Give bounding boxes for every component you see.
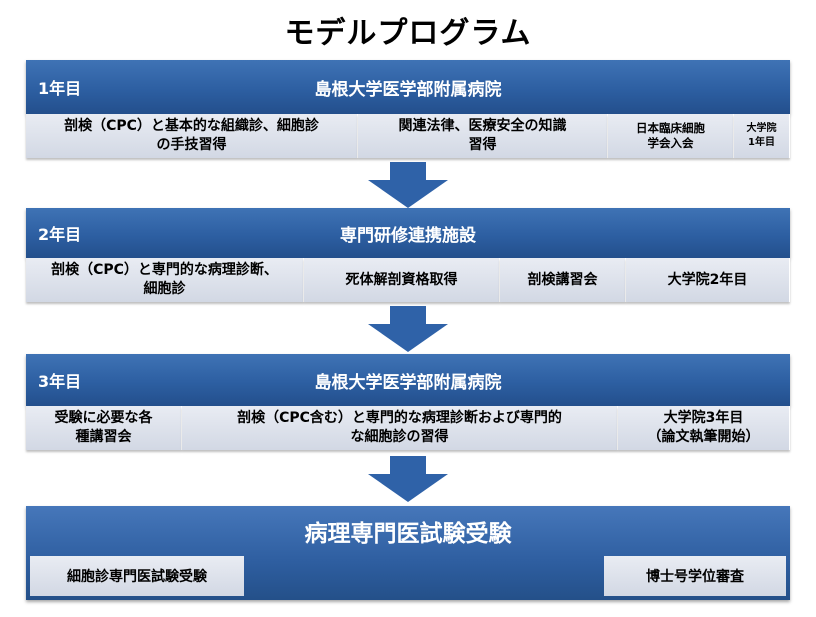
year-3-cell-diagnosis: 剖検（CPC含む）と専門的な病理診断および専門的 な細胞診の習得	[182, 406, 618, 450]
year-2-cell-autopsy: 剖検（CPC）と専門的な病理診断、 細胞診	[26, 258, 304, 302]
final-exam-block: 病理専門医試験受験 細胞診専門医試験受験 博士号学位審査	[26, 506, 790, 600]
doctoral-review-box: 博士号学位審査	[604, 556, 786, 596]
year-2-cells: 剖検（CPC）と専門的な病理診断、 細胞診 死体解剖資格取得 剖検講習会 大学院…	[26, 258, 790, 302]
year-2-band: 専門研修連携施設 2年目	[26, 208, 790, 258]
year-3-cells: 受験に必要な各 種講習会 剖検（CPC含む）と専門的な病理診断および専門的 な細…	[26, 406, 790, 450]
year-1-cell-law: 関連法律、医療安全の知識 習得	[358, 114, 608, 158]
year-1-institution: 島根大学医学部附属病院	[314, 79, 502, 100]
year-1-cells: 剖検（CPC）と基本的な組織診、細胞診 の手技習得 関連法律、医療安全の知識 習…	[26, 114, 790, 158]
year-3-cell-lectures: 受験に必要な各 種講習会	[26, 406, 182, 450]
final-exam-title: 病理専門医試験受験	[304, 521, 512, 547]
page-title: モデルプログラム	[284, 16, 532, 51]
down-arrow-icon	[368, 306, 448, 352]
year-1-label: 1年目	[38, 79, 82, 98]
year-1-cell-gradschool: 大学院 1年目	[734, 114, 790, 158]
year-1-band: 島根大学医学部附属病院 1年目	[26, 60, 790, 114]
year-1-cell-autopsy: 剖検（CPC）と基本的な組織診、細胞診 の手技習得	[26, 114, 358, 158]
year-2-cell-lecture: 剖検講習会	[500, 258, 626, 302]
year-2-cell-license: 死体解剖資格取得	[304, 258, 500, 302]
year-3-institution: 島根大学医学部附属病院	[314, 372, 502, 393]
down-arrow-icon	[368, 456, 448, 502]
year-3-cell-gradschool: 大学院3年目 （論文執筆開始）	[618, 406, 790, 450]
year-2-label: 2年目	[38, 225, 82, 244]
cytology-exam-box: 細胞診専門医試験受験	[30, 556, 244, 596]
year-3-label: 3年目	[38, 372, 82, 391]
year-3-band: 島根大学医学部附属病院 3年目	[26, 354, 790, 406]
year-2-institution: 専門研修連携施設	[340, 225, 476, 246]
year-2-cell-gradschool: 大学院2年目	[626, 258, 790, 302]
year-1-cell-society: 日本臨床細胞 学会入会	[608, 114, 734, 158]
down-arrow-icon	[368, 162, 448, 208]
